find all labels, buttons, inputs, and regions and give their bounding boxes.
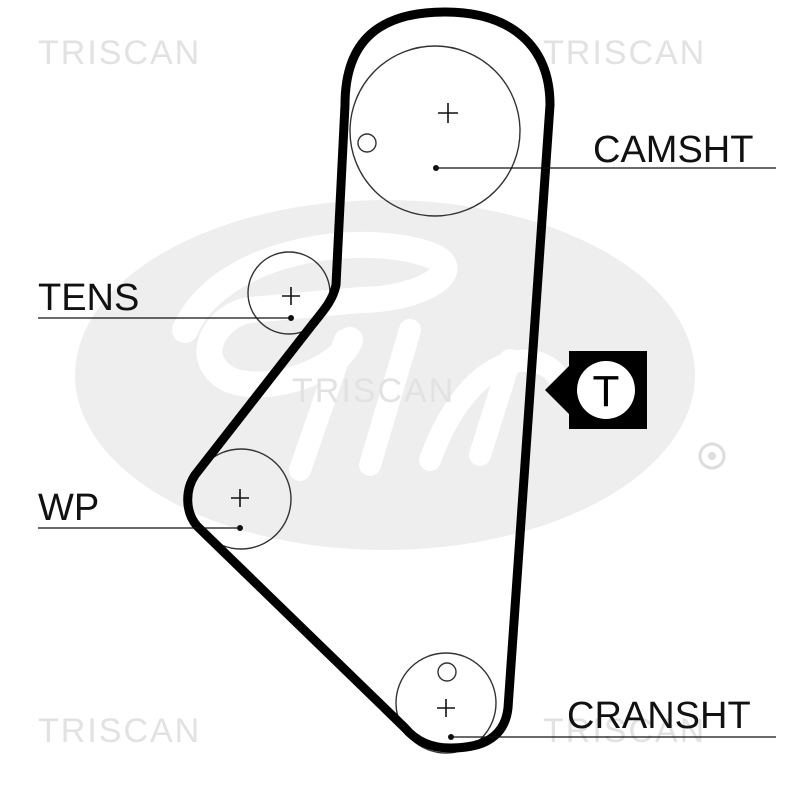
pulley-centers [231, 103, 458, 717]
watermark-top-left: TRISCAN [38, 34, 201, 72]
crankshaft-timing-mark [437, 662, 457, 682]
camshaft-label: CAMSHT [593, 129, 753, 171]
watermark-center: TRISCAN [292, 372, 455, 410]
crankshaft-pulley [395, 652, 497, 754]
water-pump-center-icon [231, 489, 249, 507]
water-pump-label: WP [38, 487, 99, 529]
leader-dots [237, 165, 454, 740]
camshaft-timing-mark [357, 133, 377, 153]
crankshaft-center-icon [437, 699, 455, 717]
tension-marker-letter: T [593, 367, 620, 416]
crankshaft-label: CRANSHT [567, 695, 751, 737]
camshaft-center-icon [438, 103, 458, 123]
watermark-bottom-right: TRISCAN [543, 712, 706, 750]
watermark-top-right: TRISCAN [543, 34, 706, 72]
timing-belt [183, 7, 555, 753]
tensioner-label: TENS [38, 277, 139, 319]
watermark-bottom-left: TRISCAN [38, 712, 201, 750]
tension-marker: T [545, 351, 647, 429]
tensioner-center-icon [282, 287, 300, 305]
leader-lines [38, 167, 776, 738]
camshaft-pulley [349, 45, 521, 217]
